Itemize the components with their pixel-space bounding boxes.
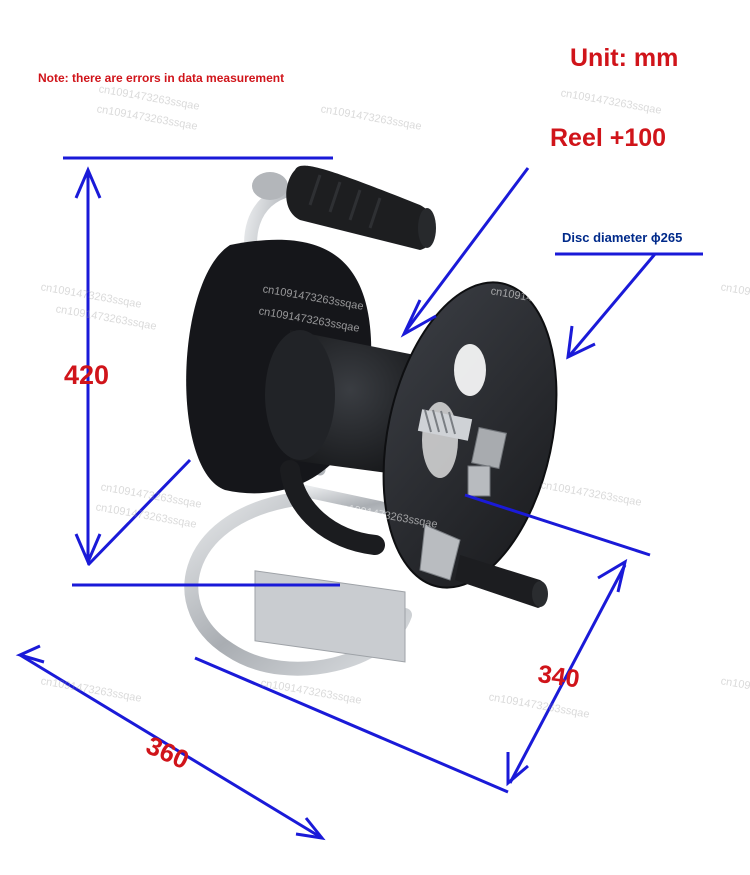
reel-dimension-label: Reel +100 [550, 124, 667, 152]
hose-outlet [280, 460, 385, 555]
unit-label: Unit: mm [570, 44, 679, 72]
crank-handle [419, 524, 548, 608]
grip-handle [286, 165, 436, 250]
height-dimension-label: 420 [64, 360, 110, 390]
steel-base-frame [184, 384, 446, 676]
tube-end-cap [252, 172, 288, 200]
dimension-lines [15, 156, 703, 841]
measurement-note: Note: there are errors in data measureme… [38, 71, 285, 85]
disc-diameter-label: Disc diameter ϕ265 [562, 230, 683, 245]
swivel-assembly [417, 409, 508, 497]
front-disc [382, 281, 558, 589]
depth-dimension-label: 340 [536, 660, 582, 694]
